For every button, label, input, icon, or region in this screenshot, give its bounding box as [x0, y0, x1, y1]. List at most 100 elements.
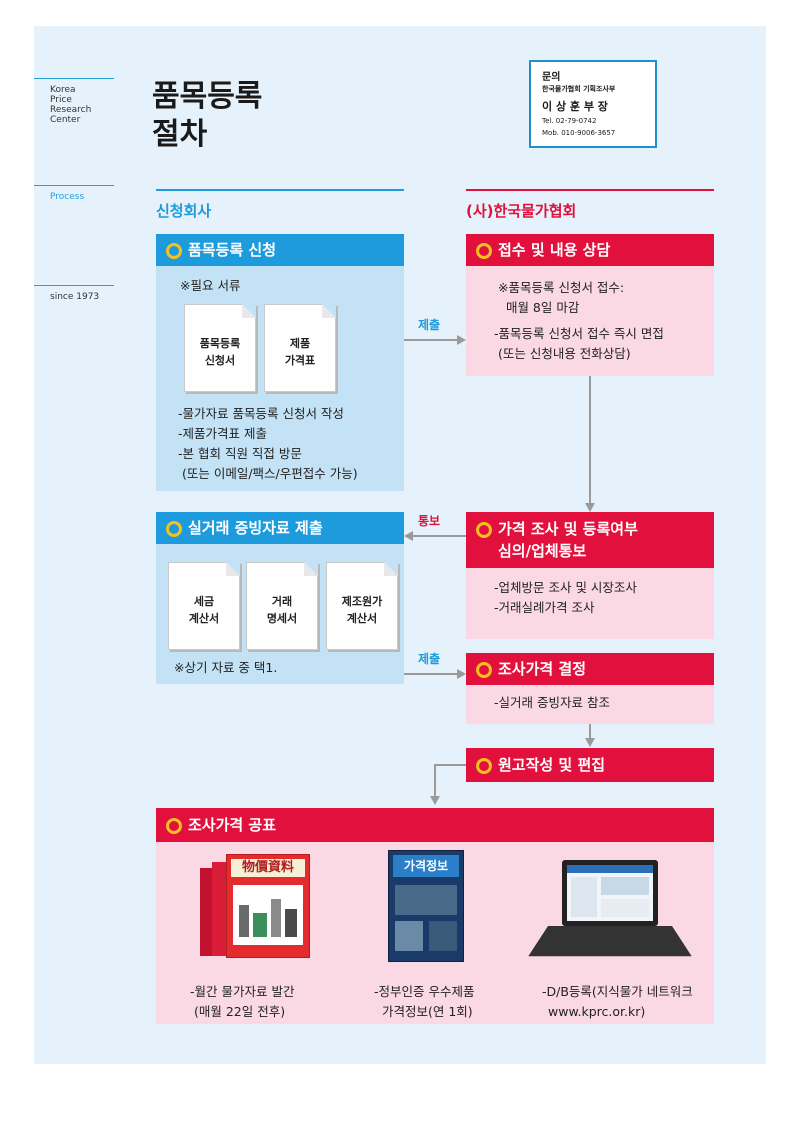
- bullet-icon: [476, 242, 492, 259]
- arrow-left-icon: [404, 531, 413, 541]
- sidebar-rule: [34, 285, 114, 286]
- survey-box: 가격 조사 및 등록여부 심의/업체통보 -업체방문 조사 및 시장조사 -거래…: [466, 512, 714, 639]
- column-rule-left: [156, 189, 404, 191]
- title-line: 품목등록: [152, 79, 263, 114]
- document-icon: 거래 명세서: [246, 562, 318, 650]
- survey-header: 가격 조사 및 등록여부 심의/업체통보: [466, 512, 714, 568]
- doc-label: 거래 명세서: [247, 593, 317, 627]
- publish-box: 조사가격 공표 物價資料 -월간 물가자료 발간 (매월 22일 전후) 가격정…: [156, 808, 714, 1024]
- evidence-title: 실거래 증빙자료 제출: [188, 519, 323, 537]
- org-line: Research: [50, 105, 92, 115]
- submit-arrow-label: 제출: [418, 652, 441, 666]
- receive-header: 접수 및 내용 상담: [466, 234, 714, 266]
- receive-item: ※품목등록 신청서 접수:: [498, 280, 625, 295]
- receive-item: 매월 8일 마감: [498, 300, 580, 315]
- apply-title: 품목등록 신청: [188, 241, 277, 259]
- document-icon: 세금 계산서: [168, 562, 240, 650]
- receive-title: 접수 및 내용 상담: [498, 241, 611, 259]
- doc-line: 명세서: [266, 612, 298, 625]
- process-label: Process: [50, 192, 85, 202]
- arrow-down-icon: [430, 796, 440, 805]
- product-label: www.kprc.or.kr): [548, 1004, 646, 1019]
- survey-item: -거래실례가격 조사: [494, 600, 595, 615]
- contact-mobile: Mob. 010-9006-3657: [542, 129, 616, 137]
- bullet-icon: [476, 661, 492, 678]
- decide-title: 조사가격 결정: [498, 660, 587, 678]
- title-line: 절차: [152, 117, 208, 152]
- sidebar-rule: [34, 78, 114, 79]
- doc-line: 제조원가: [341, 595, 383, 608]
- magazine-cover-title: 物價資料: [231, 859, 305, 877]
- arrow-line: [413, 535, 466, 537]
- bullet-icon: [166, 817, 182, 834]
- arrow-right-icon: [457, 335, 466, 345]
- survey-title-line: 심의/업체통보: [498, 542, 587, 560]
- evidence-header: 실거래 증빙자료 제출: [156, 512, 404, 544]
- doc-label: 제조원가 계산서: [327, 593, 397, 627]
- org-line: Price: [50, 95, 72, 105]
- arrow-line: [434, 764, 466, 766]
- doc-label: 품목등록 신청서: [185, 335, 255, 369]
- doc-line: 품목등록: [199, 337, 241, 350]
- bullet-icon: [166, 242, 182, 259]
- apply-item: -물가자료 품목등록 신청서 작성: [178, 406, 344, 421]
- arrow-right-icon: [457, 669, 466, 679]
- doc-line: 거래: [271, 595, 293, 608]
- bullet-icon: [476, 521, 492, 538]
- doc-line: 가격표: [284, 354, 316, 367]
- column-head-applicant: 신청회사: [156, 202, 212, 220]
- decide-item: -실거래 증빙자료 참조: [494, 695, 610, 710]
- sidebar-rule: [34, 185, 114, 186]
- doc-line: 계산서: [346, 612, 378, 625]
- receive-item: (또는 신청내용 전화상담): [494, 346, 631, 361]
- contact-heading: 문의: [542, 72, 561, 83]
- contact-box: 문의 한국물가협회 기획조사부 이 상 훈 부 장 Tel. 02-79-074…: [529, 60, 657, 148]
- contact-dept: 한국물가협회 기획조사부: [542, 85, 616, 93]
- submit-arrow-label: 제출: [418, 318, 441, 332]
- book-cover-title: 가격정보: [393, 855, 459, 877]
- draft-header: 원고작성 및 편집: [466, 748, 714, 782]
- apply-box: 품목등록 신청 ※필요 서류 품목등록 신청서 제품 가격표 -물가자료 품목등…: [156, 234, 404, 491]
- product-label: -D/B등록(지식물가 네트워크: [542, 984, 693, 999]
- draft-title: 원고작성 및 편집: [498, 756, 606, 774]
- decide-header: 조사가격 결정: [466, 653, 714, 685]
- publish-header: 조사가격 공표: [156, 808, 714, 842]
- product-label: -월간 물가자료 발간: [190, 984, 295, 999]
- arrow-line: [404, 339, 457, 341]
- doc-line: 제품: [289, 337, 311, 350]
- page: Korea Price Research Center Process sinc…: [34, 26, 766, 1064]
- evidence-note: ※상기 자료 중 택1.: [174, 660, 278, 675]
- document-icon: 품목등록 신청서: [184, 304, 256, 392]
- product-label: (매월 22일 전후): [190, 1004, 286, 1019]
- apply-note: ※필요 서류: [180, 278, 241, 293]
- apply-item: -본 협회 직원 직접 방문: [178, 446, 302, 461]
- contact-tel: Tel. 02-79-0742: [542, 117, 597, 125]
- arrow-line: [589, 724, 591, 738]
- apply-item: -제품가격표 제출: [178, 426, 267, 441]
- contact-name: 이 상 훈 부 장: [542, 100, 608, 113]
- draft-box: 원고작성 및 편집: [466, 748, 714, 782]
- column-head-association: (사)한국물가협회: [466, 202, 577, 220]
- receive-box: 접수 및 내용 상담 ※품목등록 신청서 접수: 매월 8일 마감 -품목등록 …: [466, 234, 714, 376]
- decide-box: 조사가격 결정 -실거래 증빙자료 참조: [466, 653, 714, 724]
- bullet-icon: [166, 520, 182, 537]
- doc-line: 계산서: [188, 612, 220, 625]
- doc-label: 제품 가격표: [265, 335, 335, 369]
- arrow-down-icon: [585, 738, 595, 747]
- price-info-book-icon: 가격정보: [388, 850, 464, 962]
- magazine-stack-icon: 物價資料: [200, 854, 310, 958]
- notify-arrow-label: 통보: [418, 514, 441, 528]
- laptop-icon: [528, 860, 692, 970]
- survey-item: -업체방문 조사 및 시장조사: [494, 580, 637, 595]
- bullet-icon: [476, 757, 492, 774]
- document-icon: 제조원가 계산서: [326, 562, 398, 650]
- arrow-line: [434, 764, 436, 796]
- evidence-box: 실거래 증빙자료 제출 세금 계산서 거래 명세서 제조원가 계산서 ※상기 자…: [156, 512, 404, 684]
- document-icon: 제품 가격표: [264, 304, 336, 392]
- doc-line: 신청서: [204, 354, 236, 367]
- column-rule-right: [466, 189, 714, 191]
- receive-item: -품목등록 신청서 접수 즉시 면접: [494, 326, 664, 341]
- arrow-line: [404, 673, 457, 675]
- apply-header: 품목등록 신청: [156, 234, 404, 266]
- org-line: Center: [50, 115, 81, 125]
